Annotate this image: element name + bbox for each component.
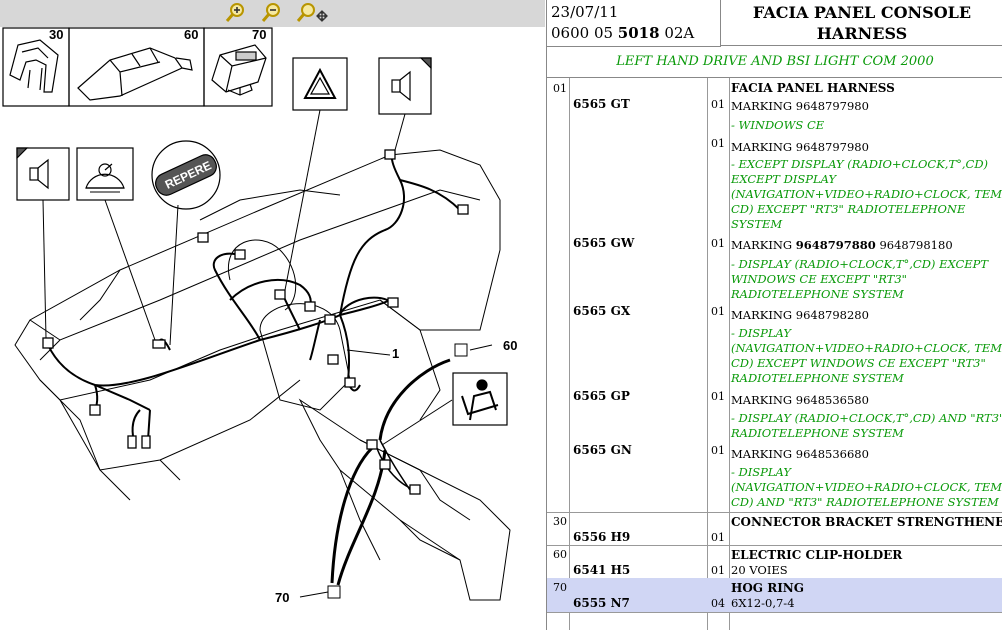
note-line: - DISPLAY [731,326,791,340]
marking: MARKING 9648536680 [731,447,869,461]
title-line-2: HARNESS [816,24,908,43]
hazard-symbol [292,57,348,111]
table-row[interactable]: 01 FACIA PANEL HARNESS 6565 GT 01 MARKIN… [547,78,1002,513]
note-line: (NAVIGATION+VIDEO+RADIO+CLOCK, TEMP, [731,187,1002,201]
callout-boxes [327,343,468,599]
note-line: - DISPLAY [731,465,791,479]
speaker-symbol-right [378,57,432,115]
callout-70-top: 70 [252,27,266,42]
ref-number: 01 [553,82,567,95]
note-line: CD) AND "RT3" RADIOTELEPHONE SYSTEM [731,495,999,509]
harness-diagram: 30 60 70 [2,27,517,605]
note-line: SYSTEM [731,217,783,231]
marking-rest: 9648798180 [875,238,953,252]
diagram-pane: 30 60 70 [0,0,545,605]
part-number: 6556 H9 [573,530,631,544]
ref-number: 30 [553,515,567,528]
part-number: 6565 GT [573,97,630,111]
connectors [42,149,469,495]
part-number: 6565 GX [573,304,631,318]
marking: MARKING 9648797980 [731,99,869,113]
quantity: 01 [711,98,725,111]
table-row[interactable]: 30 CONNECTOR BRACKET STRENGTHENER 6556 H… [547,512,1002,546]
parts-list-pane: 23/07/11 0600 05 5018 02A FACIA PANEL CO… [546,0,1002,630]
quantity: 04 [711,597,725,610]
item-title: CONNECTOR BRACKET STRENGTHENER [731,515,1002,529]
note-line: CD) EXCEPT "RT3" RADIOTELEPHONE [731,202,966,216]
parts-strip [2,27,273,107]
clip-holder-part-60 [77,47,193,101]
table-row-selected[interactable]: 70 HOG RING 6555 N7 04 6X12-0,7-4 [547,578,1002,613]
note-line: EXCEPT DISPLAY [731,172,837,186]
speaker-symbol-left [16,147,70,201]
part-number: 6565 GW [573,236,635,250]
marking: MARKING 9648798280 [731,308,869,322]
pan-zoom-icon[interactable] [296,2,330,24]
seatbelt-symbol [452,372,508,426]
quantity: 01 [711,237,725,250]
zoom-out-icon[interactable] [260,2,282,24]
header-date: 23/07/11 [551,3,619,21]
note-line: (NAVIGATION+VIDEO+RADIO+CLOCK, TEMP, [731,341,1002,355]
part-number: 6565 GP [573,389,630,403]
leader-lines [42,109,493,598]
item-detail: 6X12-0,7-4 [731,596,795,610]
callout-30-top: 30 [49,27,63,42]
item-title: ELECTRIC CLIP-HOLDER [731,548,903,562]
quantity: 01 [711,390,725,403]
table-row[interactable]: 60 ELECTRIC CLIP-HOLDER 6541 H5 01 20 VO… [547,545,1002,579]
note-line: - DISPLAY (RADIO+CLOCK,T°,CD) AND "RT3" [731,411,1002,425]
ref-number: 70 [553,581,567,594]
item-detail: 20 VOIES [731,563,788,577]
item-title: FACIA PANEL HARNESS [731,81,895,95]
callout-60: 60 [503,338,517,353]
callout-70: 70 [275,590,289,605]
part-number: 6565 GN [573,443,632,457]
header-code: 0600 05 5018 02A [551,24,694,42]
part-number: 6555 N7 [573,596,630,610]
dashboard-outline [14,149,511,601]
repere-marker: REPERE [151,140,221,210]
code-prefix: 0600 05 [551,24,618,42]
note-line: - DISPLAY (RADIO+CLOCK,T°,CD) EXCEPT [731,257,989,271]
marking: MARKING 9648536580 [731,393,869,407]
quantity: 01 [711,531,725,544]
bracket-part-30 [9,39,59,93]
code-suffix: 02A [659,24,695,42]
title-line-1: FACIA PANEL CONSOLE [752,3,972,22]
instrument-cluster-symbol [76,147,134,201]
zoom-in-icon[interactable] [224,2,246,24]
hog-ring-part-70 [211,44,267,96]
note-line: - EXCEPT DISPLAY (RADIO+CLOCK,T°,CD) [731,157,989,171]
note-line: RADIOTELEPHONE SYSTEM [731,371,904,385]
note-line: RADIOTELEPHONE SYSTEM [731,426,904,440]
marking: MARKING 9648797880 9648798180 [731,238,953,252]
marking-bold: 9648797880 [795,238,876,252]
note-line: (NAVIGATION+VIDEO+RADIO+CLOCK, TEMP, [731,480,1002,494]
callout-60-top: 60 [184,27,198,42]
header-info: 23/07/11 0600 05 5018 02A [547,0,721,47]
note-line: RADIOTELEPHONE SYSTEM [731,287,904,301]
quantity: 01 [711,305,725,318]
zoom-toolbar [0,0,545,27]
callout-1: 1 [392,346,399,361]
quantity: 01 [711,137,725,150]
marking-label: MARKING [731,238,796,252]
quantity: 01 [711,564,725,577]
parts-table: 01 FACIA PANEL HARNESS 6565 GT 01 MARKIN… [547,78,1002,630]
note-line: CD) EXCEPT WINDOWS CE EXCEPT "RT3" [731,356,986,370]
note-line: WINDOWS CE EXCEPT "RT3" [731,272,907,286]
note-line: - WINDOWS CE [731,118,825,132]
item-title: HOG RING [731,581,805,595]
part-number: 6541 H5 [573,563,631,577]
ref-number: 60 [553,548,567,561]
marking: MARKING 9648797980 [731,140,869,154]
quantity: 01 [711,444,725,457]
page-title: FACIA PANEL CONSOLE HARNESS [721,0,1002,46]
code-bold: 5018 [617,24,660,42]
page-subtitle: LEFT HAND DRIVE AND BSI LIGHT COM 2000 [547,47,1002,78]
